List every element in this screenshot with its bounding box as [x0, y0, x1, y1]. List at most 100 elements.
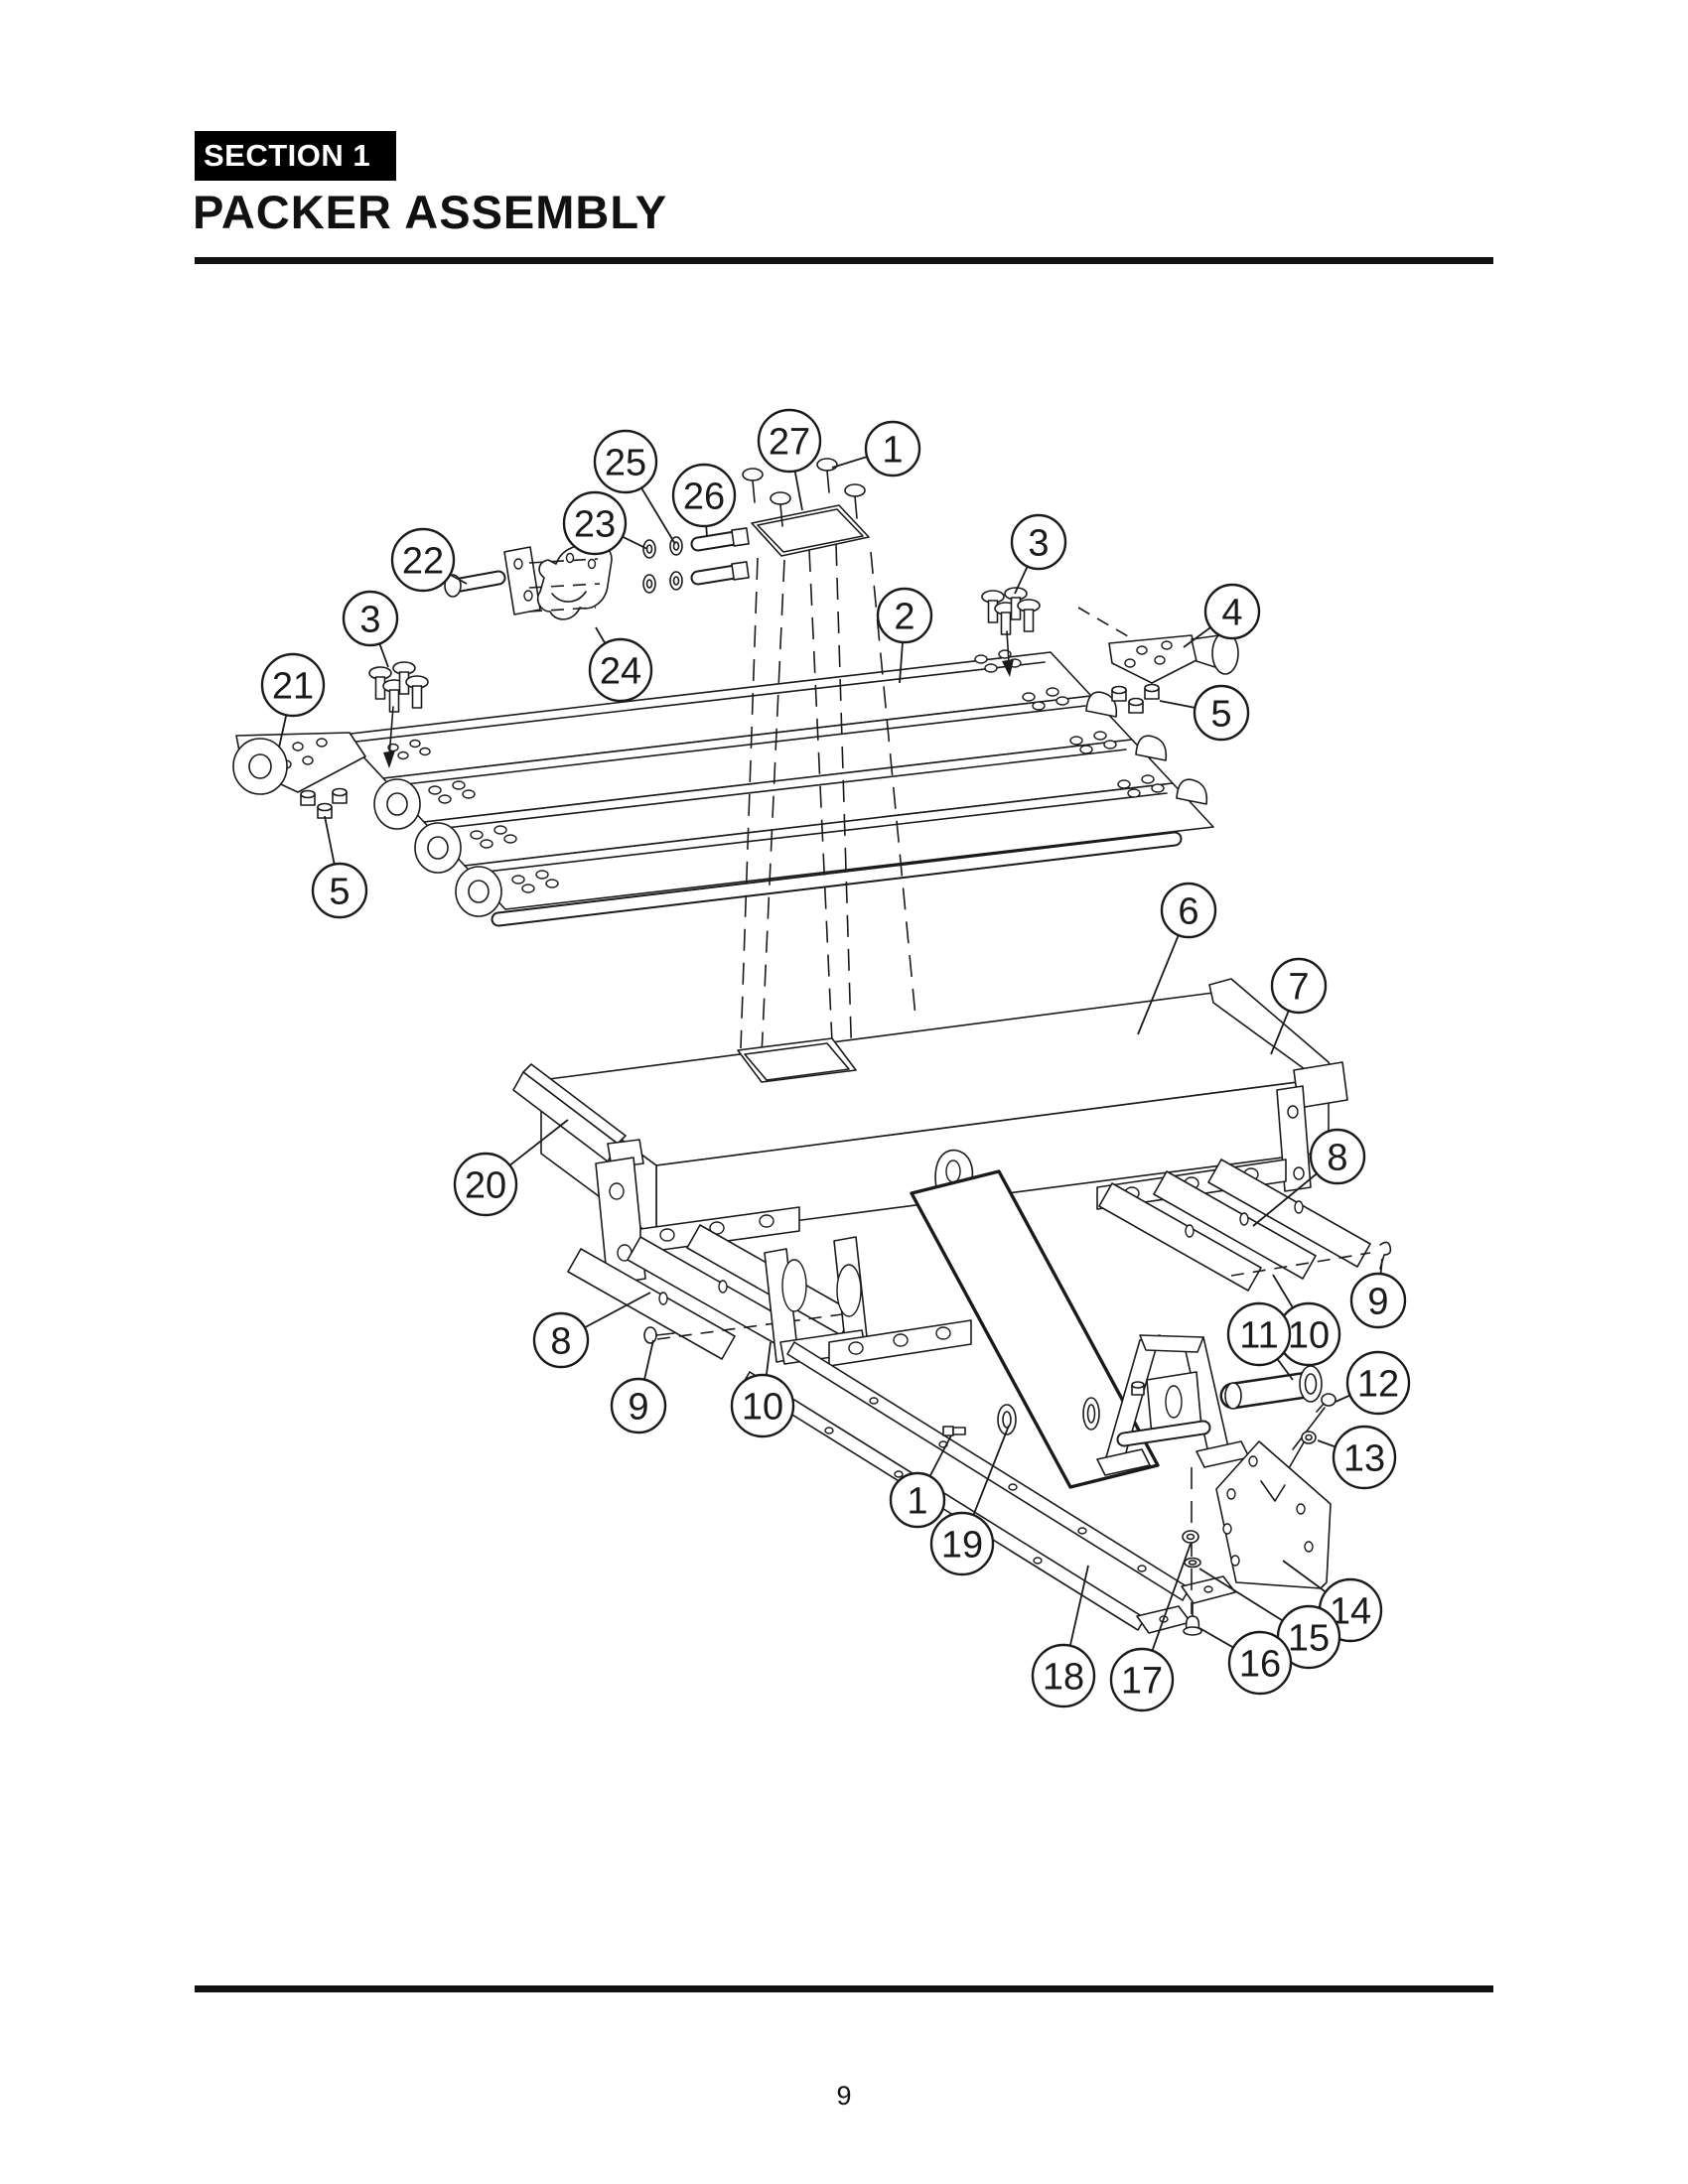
- callout-23: 23: [562, 490, 648, 556]
- page-title: PACKER ASSEMBLY: [193, 186, 668, 238]
- part-hitch-frame: [1082, 1334, 1250, 1476]
- callout-8: 8: [1252, 1128, 1366, 1227]
- svg-text:9: 9: [628, 1387, 648, 1429]
- bolt-12: [1292, 1393, 1336, 1450]
- callout-9: 9: [610, 1339, 667, 1434]
- callout-12: 12: [1335, 1350, 1411, 1416]
- svg-text:8: 8: [1327, 1138, 1347, 1179]
- part-deck-panel-assembly: [232, 649, 1214, 927]
- hardware-washers-bolts: [528, 527, 750, 613]
- svg-text:13: 13: [1343, 1438, 1385, 1480]
- part-right-corner-bracket: [1077, 607, 1239, 684]
- callout-13: 13: [1317, 1425, 1397, 1490]
- svg-text:26: 26: [683, 477, 725, 518]
- svg-text:5: 5: [329, 872, 350, 913]
- svg-text:11: 11: [1239, 1315, 1278, 1357]
- part-main-body-6: [512, 978, 1348, 1286]
- cotter-pin-9-right: [1379, 1241, 1392, 1270]
- callout-11: 11: [1226, 1301, 1294, 1381]
- title-rule: [195, 257, 1493, 264]
- callout-7: 7: [1270, 957, 1328, 1055]
- callout-15: 15: [1198, 1568, 1341, 1670]
- svg-text:1: 1: [907, 1481, 927, 1523]
- section-badge: SECTION 1: [195, 131, 397, 181]
- callout-27: 27: [757, 408, 822, 511]
- screws-3-right: [981, 587, 1041, 677]
- svg-text:1: 1: [882, 430, 903, 472]
- callout-1: 1: [889, 1434, 952, 1529]
- callout-26: 26: [671, 463, 737, 538]
- callout-10: 10: [1272, 1274, 1341, 1367]
- svg-text:15: 15: [1288, 1618, 1330, 1660]
- part-access-lid-27: [742, 458, 870, 557]
- part-left-bumper-20: [512, 1063, 644, 1168]
- bottom-fasteners: [1182, 1467, 1202, 1636]
- callout-21: 21: [260, 652, 326, 749]
- part-pivot-pin-22: [444, 546, 541, 615]
- callout-22: 22: [390, 527, 468, 593]
- svg-text:18: 18: [1043, 1657, 1084, 1699]
- callout-3: 3: [342, 590, 399, 668]
- callout-6: 6: [1137, 882, 1217, 1035]
- callout-20: 20: [453, 1119, 569, 1217]
- part-cylinder-11: [1219, 1365, 1323, 1410]
- part-finger-plates-left: [567, 1224, 855, 1360]
- svg-text:2: 2: [894, 597, 914, 638]
- svg-text:6: 6: [1178, 891, 1198, 933]
- svg-text:12: 12: [1357, 1364, 1399, 1406]
- callout-4: 4: [1183, 583, 1261, 648]
- part-finger-plates-right: [1098, 1159, 1392, 1292]
- screw-9-left: [643, 1326, 675, 1344]
- svg-text:16: 16: [1239, 1644, 1281, 1686]
- part-right-bracket-7: [1208, 978, 1348, 1192]
- svg-text:5: 5: [1210, 694, 1231, 736]
- pin-1-bottom: [942, 1426, 966, 1436]
- callout-10: 10: [730, 1341, 795, 1438]
- svg-text:10: 10: [1288, 1315, 1330, 1357]
- svg-text:22: 22: [402, 541, 444, 583]
- svg-text:27: 27: [769, 422, 810, 464]
- callout-19: 19: [929, 1425, 1010, 1576]
- callout-8: 8: [532, 1292, 651, 1369]
- callout-5: 5: [311, 815, 368, 919]
- svg-text:17: 17: [1121, 1661, 1163, 1703]
- deck-holes: [387, 649, 1165, 893]
- svg-text:4: 4: [1221, 593, 1242, 634]
- svg-text:21: 21: [272, 666, 314, 708]
- part-side-plate-14: [1215, 1440, 1332, 1589]
- svg-text:7: 7: [1288, 967, 1309, 1009]
- nuts-5-left: [300, 787, 348, 819]
- svg-text:24: 24: [600, 651, 641, 693]
- callout-24: 24: [588, 626, 653, 703]
- alignment-dashed-lines: [740, 543, 916, 1078]
- deck-rollers: [373, 778, 502, 917]
- part-center-support: [764, 1236, 972, 1367]
- callout-16: 16: [1198, 1627, 1293, 1696]
- callout-5: 5: [1159, 684, 1250, 742]
- svg-text:20: 20: [465, 1165, 506, 1207]
- nuts-5-right: [1111, 683, 1160, 714]
- callout-2: 2: [876, 587, 933, 684]
- svg-text:8: 8: [550, 1321, 571, 1363]
- footer-rule: [195, 1985, 1493, 1992]
- svg-text:3: 3: [359, 600, 380, 641]
- callout-1: 1: [831, 420, 921, 478]
- callout-25: 25: [593, 429, 676, 545]
- svg-text:25: 25: [605, 443, 646, 484]
- part-hook-bracket-24: [536, 544, 613, 620]
- svg-text:19: 19: [941, 1525, 983, 1567]
- page-number: 9: [836, 2081, 852, 2111]
- svg-text:23: 23: [574, 504, 616, 546]
- screws-3-left: [368, 661, 429, 768]
- part-left-corner-bracket: [232, 732, 366, 795]
- link-19: [997, 1404, 1017, 1435]
- svg-text:9: 9: [1367, 1282, 1388, 1323]
- svg-text:10: 10: [742, 1387, 783, 1429]
- callout-3: 3: [1010, 513, 1067, 595]
- svg-text:3: 3: [1028, 523, 1049, 565]
- callout-18: 18: [1031, 1565, 1096, 1708]
- callout-17: 17: [1109, 1543, 1192, 1712]
